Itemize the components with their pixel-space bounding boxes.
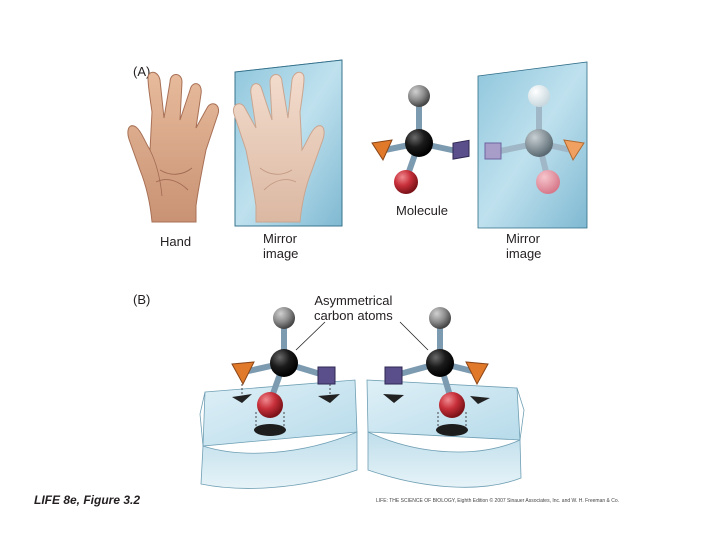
mirror-image-label-molecule: Mirror image xyxy=(506,231,542,261)
mirror-image-label-hand: Mirror image xyxy=(263,231,299,261)
publisher-credit: LIFE: THE SCIENCE OF BIOLOGY, Eighth Edi… xyxy=(376,498,620,504)
mirrored-molecule-a xyxy=(484,85,585,194)
mirrored-hand-illustration xyxy=(232,71,325,223)
figure-caption: LIFE 8e, Figure 3.2 xyxy=(34,493,141,507)
molecule-b-right xyxy=(384,307,489,430)
molecule-label: Molecule xyxy=(396,203,449,218)
panel-b-label: (B) xyxy=(133,292,151,307)
hand-illustration xyxy=(127,71,220,223)
molecule-a xyxy=(371,85,470,194)
molecule-b-left xyxy=(231,307,336,430)
hand-label: Hand xyxy=(160,234,192,249)
asymmetrical-carbon-annotation: Asymmetrical carbon atoms xyxy=(314,293,393,323)
panel-a-label: (A) xyxy=(133,64,151,79)
